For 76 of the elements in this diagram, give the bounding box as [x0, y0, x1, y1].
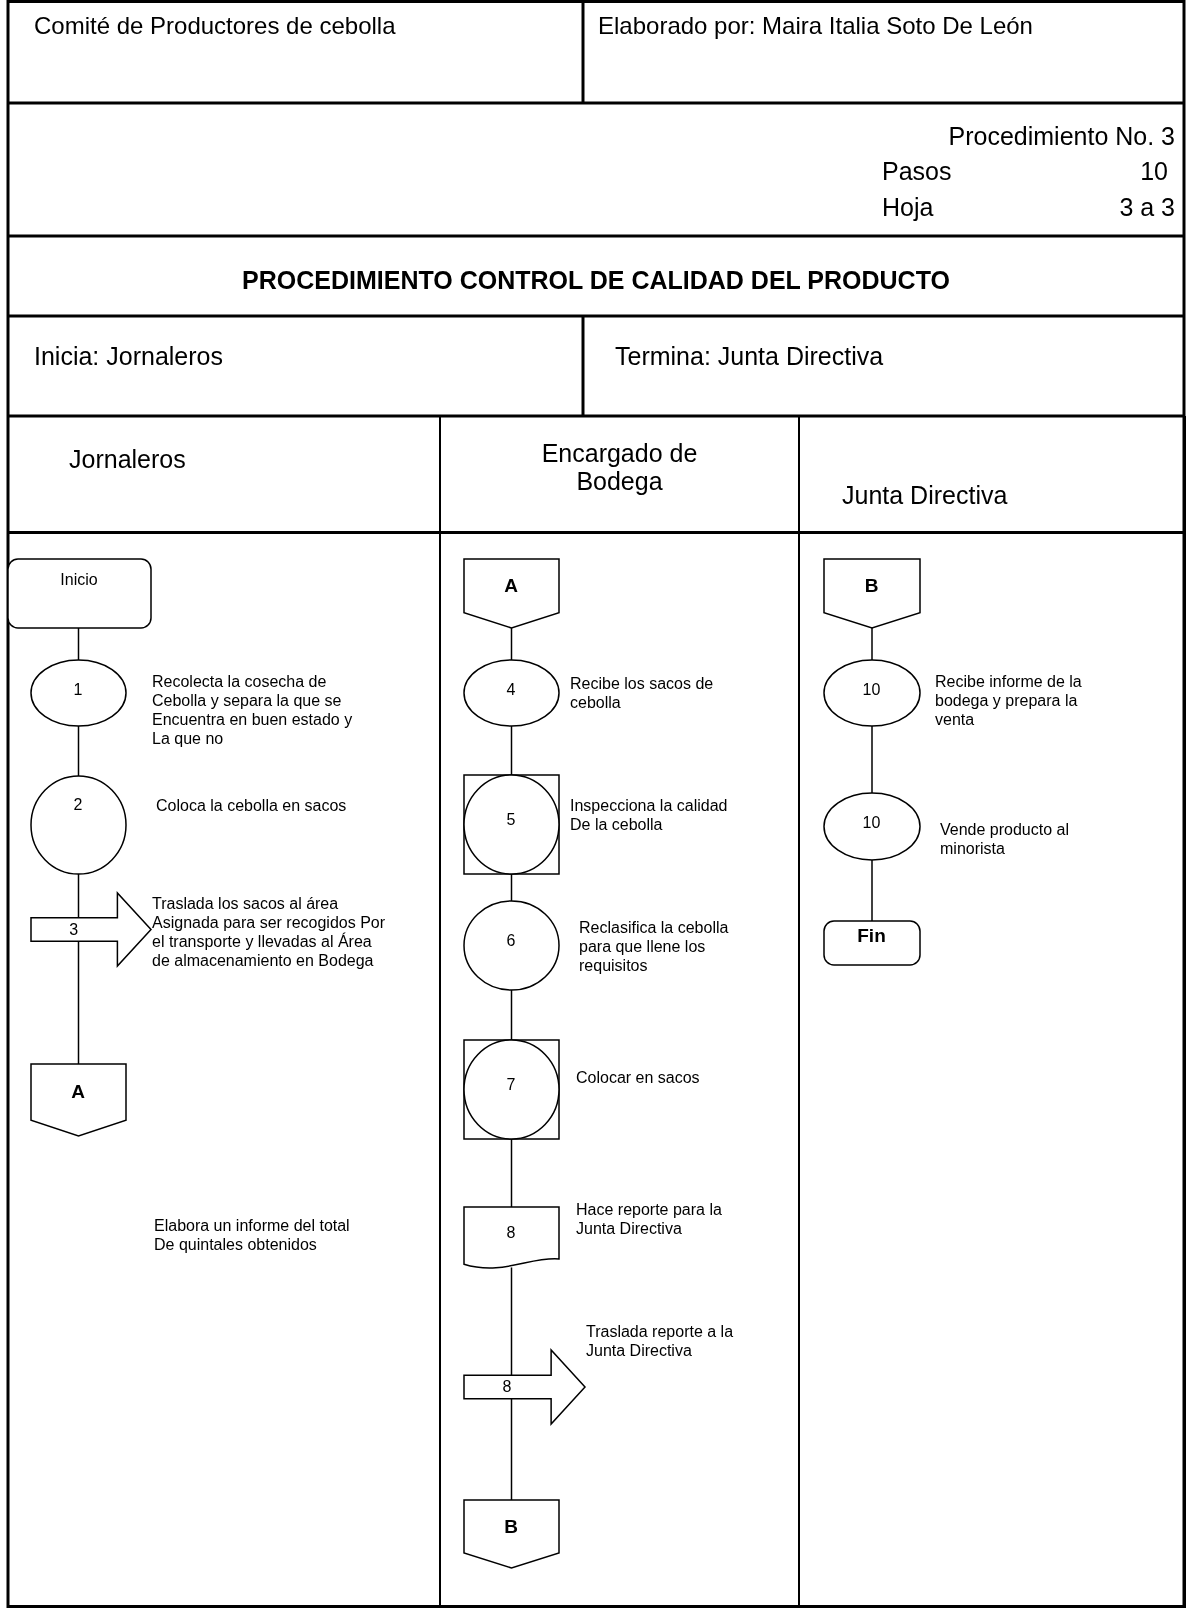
- step-number: 7: [505, 1075, 517, 1094]
- terminal-box: [823, 921, 920, 965]
- operation-ellipse: [823, 793, 920, 860]
- step-number: 5: [505, 810, 517, 829]
- step-description: Recibe los sacos de cebolla: [570, 674, 715, 712]
- header-text: Procedimiento No. 3: [948, 122, 1175, 151]
- lane-header: Encargado de Bodega: [441, 416, 798, 534]
- connector-letter: B: [503, 1515, 519, 1538]
- step-number: 4: [505, 680, 517, 699]
- connector-line: [77, 940, 80, 1065]
- header-text: Pasos: [882, 157, 952, 186]
- step-number: 10: [861, 814, 882, 833]
- operation-ellipse: [30, 660, 126, 726]
- operation-ellipse: [823, 660, 920, 726]
- connector-line: [510, 873, 513, 902]
- step-description: Traslada los sacos al área Asignada para ser recogidos Por el transporte y llevadas al Área de almacenamiento en Bodega: [152, 894, 387, 970]
- swimlane: [440, 416, 799, 1608]
- inspection-symbol: [463, 1040, 559, 1139]
- step-description: Coloca la cebolla en sacos: [156, 796, 348, 815]
- operation-ellipse: [463, 901, 559, 990]
- step-description: Reclasifica la cebolla para que llene los requisitos: [579, 918, 730, 975]
- page-title: PROCEDIMIENTO CONTROL DE CALIDAD DEL PRODUCTO: [241, 266, 951, 295]
- connector-line: [871, 627, 873, 661]
- connector-line: [510, 1138, 513, 1208]
- operation-ellipse: [463, 660, 559, 726]
- step-number: 2: [72, 796, 84, 815]
- header-text: 3 a 3: [1119, 193, 1175, 222]
- step-number: 8: [501, 1378, 513, 1396]
- header-text: Comité de Productores de cebolla: [34, 12, 396, 40]
- step-description: Recolecta la cosecha de Cebolla y separa la que se Encuentra en buen estado y La que no: [152, 672, 354, 748]
- step-description: Recibe informe de la bodega y prepara la venta: [935, 672, 1083, 729]
- connector-line: [510, 725, 513, 776]
- header-text: Elaborado por: Maira Italia Soto De León: [598, 12, 1033, 40]
- document-symbol: [463, 1207, 559, 1272]
- header-text: Hoja: [882, 193, 934, 222]
- step-number: 3: [68, 920, 80, 939]
- transport-arrow: [463, 1350, 585, 1424]
- connector-line: [510, 1398, 513, 1501]
- offpage-connector: [463, 1500, 559, 1568]
- step-number: 8: [505, 1224, 517, 1242]
- terminal-box: [7, 559, 151, 628]
- operation-circle: [30, 776, 126, 874]
- inspection-symbol: [463, 775, 559, 874]
- step-description: Hace reporte para la Junta Directiva: [576, 1200, 723, 1238]
- transport-arrow: [30, 893, 151, 966]
- connector-line: [510, 989, 513, 1041]
- header-text: 10: [1140, 157, 1168, 186]
- step-number: 1: [72, 680, 84, 699]
- step-description: Colocar en sacos: [576, 1068, 701, 1087]
- connector-letter: Fin: [856, 925, 887, 948]
- swimlane: [8, 416, 440, 1608]
- connector-line: [77, 725, 80, 777]
- connector-line: [77, 873, 80, 919]
- step-number: 6: [505, 932, 517, 951]
- lane-header: Junta Directiva: [800, 416, 1185, 534]
- connector-line: [871, 859, 873, 922]
- terminal-label: Inicio: [59, 570, 99, 589]
- connector-letter: A: [503, 574, 519, 597]
- step-description: Vende producto al minorista: [940, 820, 1070, 858]
- note-text: Elabora un informe del total De quintales obtenidos: [154, 1216, 351, 1254]
- connector-letter: A: [70, 1081, 86, 1104]
- lane-header: Jornaleros: [9, 416, 439, 534]
- swimlane: [799, 416, 1186, 1608]
- offpage-connector: [823, 559, 920, 628]
- step-number: 10: [861, 680, 882, 699]
- offpage-connector: [30, 1064, 126, 1136]
- offpage-connector: [463, 559, 559, 628]
- step-description: Traslada reporte a la Junta Directiva: [586, 1322, 735, 1360]
- connector-line: [871, 725, 873, 794]
- connector-letter: B: [863, 574, 880, 597]
- step-description: Inspecciona la calidad De la cebolla: [570, 796, 729, 834]
- connector-line: [510, 627, 513, 661]
- connector-line: [510, 1266, 513, 1376]
- header-text: Termina: Junta Directiva: [615, 342, 884, 371]
- connector-line: [77, 627, 80, 661]
- header-text: Inicia: Jornaleros: [34, 342, 223, 371]
